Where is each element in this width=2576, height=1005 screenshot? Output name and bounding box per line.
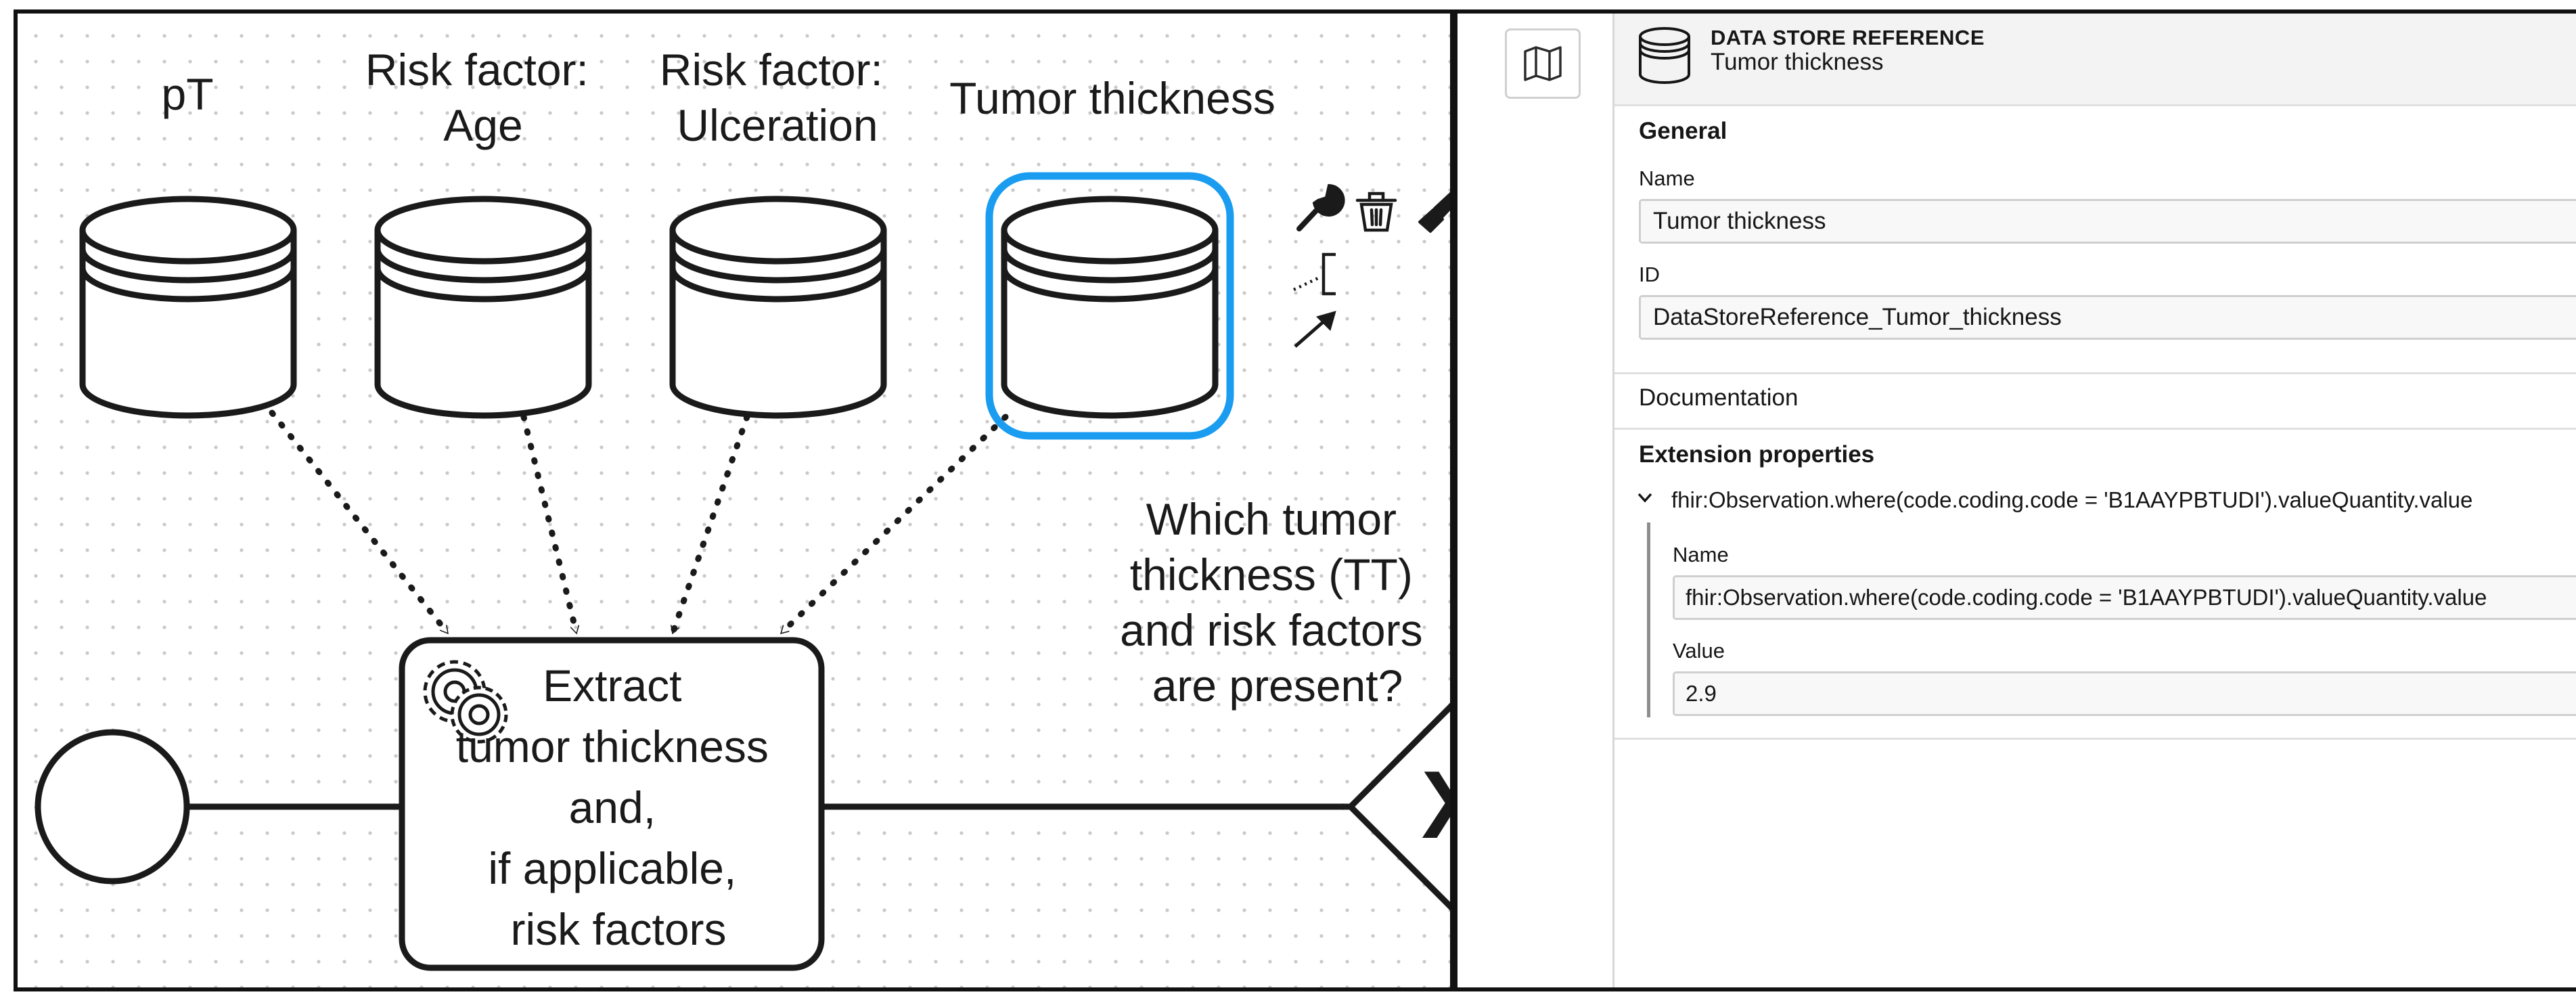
data-store-tumor-thickness[interactable] [1001, 196, 1219, 419]
datastore-label-pt: pT [161, 69, 213, 119]
datastore-label-tumor-thickness: Tumor thickness [949, 73, 1275, 123]
extension-name-label: Name [1673, 543, 1729, 566]
association-pt[interactable] [269, 409, 451, 637]
exclusive-gateway[interactable] [1346, 699, 1453, 914]
data-store-ulceration[interactable] [669, 196, 887, 419]
name-field-label: Name [1639, 166, 1695, 190]
extension-item-indent-bar [1647, 522, 1650, 717]
bpmn-diagram: pT Risk factor: Age Risk factor: Ulcerat… [35, 45, 1453, 971]
map-button[interactable] [1505, 28, 1581, 99]
wrench-icon[interactable] [1296, 183, 1345, 231]
element-name-label: Tumor thickness [1711, 49, 1884, 75]
element-type-label: DATA STORE REFERENCE [1711, 26, 1985, 49]
datastore-label-age: Risk factor: Age [365, 45, 601, 150]
section-divider [1614, 738, 2576, 740]
extension-property-item-title[interactable]: fhir:Observation.where(code.coding.code … [1671, 487, 2473, 512]
extension-properties-section-title[interactable]: Extension properties [1639, 441, 1875, 468]
general-section-title[interactable]: General [1639, 118, 1727, 144]
id-field-label: ID [1639, 263, 1660, 286]
map-icon [1524, 46, 1562, 81]
properties-panel: DATA STORE REFERENCE Tumor thickness Gen… [1612, 14, 2576, 988]
name-input[interactable]: Tumor thickness [1639, 199, 2576, 244]
association-tumor-thickness[interactable] [777, 414, 1009, 637]
trash-icon[interactable] [1355, 192, 1397, 232]
documentation-section-title[interactable]: Documentation [1639, 384, 1799, 411]
section-divider [1614, 428, 2576, 430]
text-annotation-icon[interactable] [1293, 252, 1336, 296]
data-store-icon [1639, 27, 1690, 84]
extension-value-label: Value [1673, 639, 1725, 663]
gears-icon [423, 660, 508, 744]
gateway-marker: X [1422, 751, 1453, 859]
gateway-label: Which tumor thickness (TT) and risk fact… [1120, 494, 1435, 711]
data-store-age[interactable] [374, 196, 592, 419]
task-label: Extract tumor thickness and, if applicab… [456, 661, 782, 954]
diagram-canvas[interactable]: pT Risk factor: Age Risk factor: Ulcerat… [16, 14, 1453, 988]
extension-value-input[interactable]: 2.9 [1673, 671, 2576, 716]
extension-name-input[interactable]: fhir:Observation.where(code.coding.code … [1673, 575, 2576, 620]
association-age[interactable] [520, 414, 580, 637]
datastore-label-ulceration: Risk factor: Ulceration [660, 45, 895, 150]
panel-header: DATA STORE REFERENCE Tumor thickness [1614, 14, 2576, 106]
start-event[interactable] [35, 729, 190, 885]
chevron-down-icon[interactable] [1635, 487, 1655, 508]
section-divider [1614, 372, 2576, 374]
connect-arrow-icon[interactable] [1294, 311, 1336, 348]
selection-outline [985, 172, 1234, 440]
association-ulceration[interactable] [669, 414, 750, 637]
data-store-pt[interactable] [79, 196, 297, 419]
id-input[interactable]: DataStoreReference_Tumor_thickness [1639, 295, 2576, 340]
canvas-divider [1450, 9, 1458, 991]
paintbrush-icon[interactable] [1418, 185, 1453, 233]
